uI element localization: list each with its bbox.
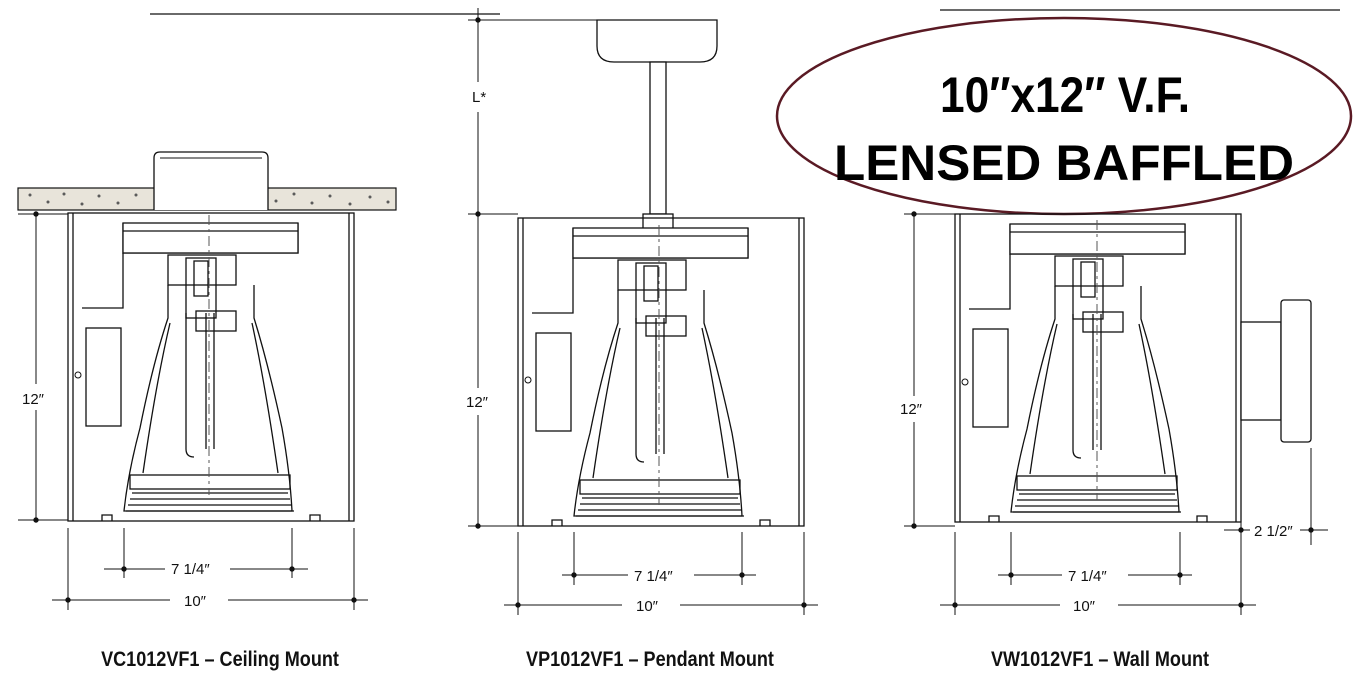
wall-mount-drawing [954, 213, 1312, 523]
wall-width-label: 10″ [1073, 598, 1096, 615]
caption-pendant-mount: VP1012VF1 – Pendant Mount [526, 648, 774, 671]
ceiling-mount-drawing [17, 151, 397, 522]
badge-line-1: 10″x12″ V.F. [940, 67, 1190, 123]
wall-inner-width-label: 7 1/4″ [1068, 568, 1107, 585]
wall-offset-label: 2 1/2″ [1254, 523, 1293, 540]
pendant-stem-length-label: L* [472, 89, 486, 106]
caption-ceiling-mount: VC1012VF1 – Ceiling Mount [101, 648, 339, 671]
badge-line-2: LENSED BAFFLED [834, 135, 1294, 191]
ceiling-height-label: 12″ [22, 391, 45, 408]
pendant-width-label: 10″ [636, 598, 659, 615]
ceiling-width-label: 10″ [184, 593, 207, 610]
pendant-mount-drawing [517, 19, 805, 527]
pendant-height-label: 12″ [466, 394, 489, 411]
caption-wall-mount: VW1012VF1 – Wall Mount [990, 648, 1210, 671]
wall-height-label: 12″ [900, 401, 923, 418]
pendant-inner-width-label: 7 1/4″ [634, 568, 673, 585]
ceiling-inner-width-label: 7 1/4″ [171, 561, 210, 578]
title-badge: 10″x12″ V.F. LENSED BAFFLED [775, 16, 1353, 216]
